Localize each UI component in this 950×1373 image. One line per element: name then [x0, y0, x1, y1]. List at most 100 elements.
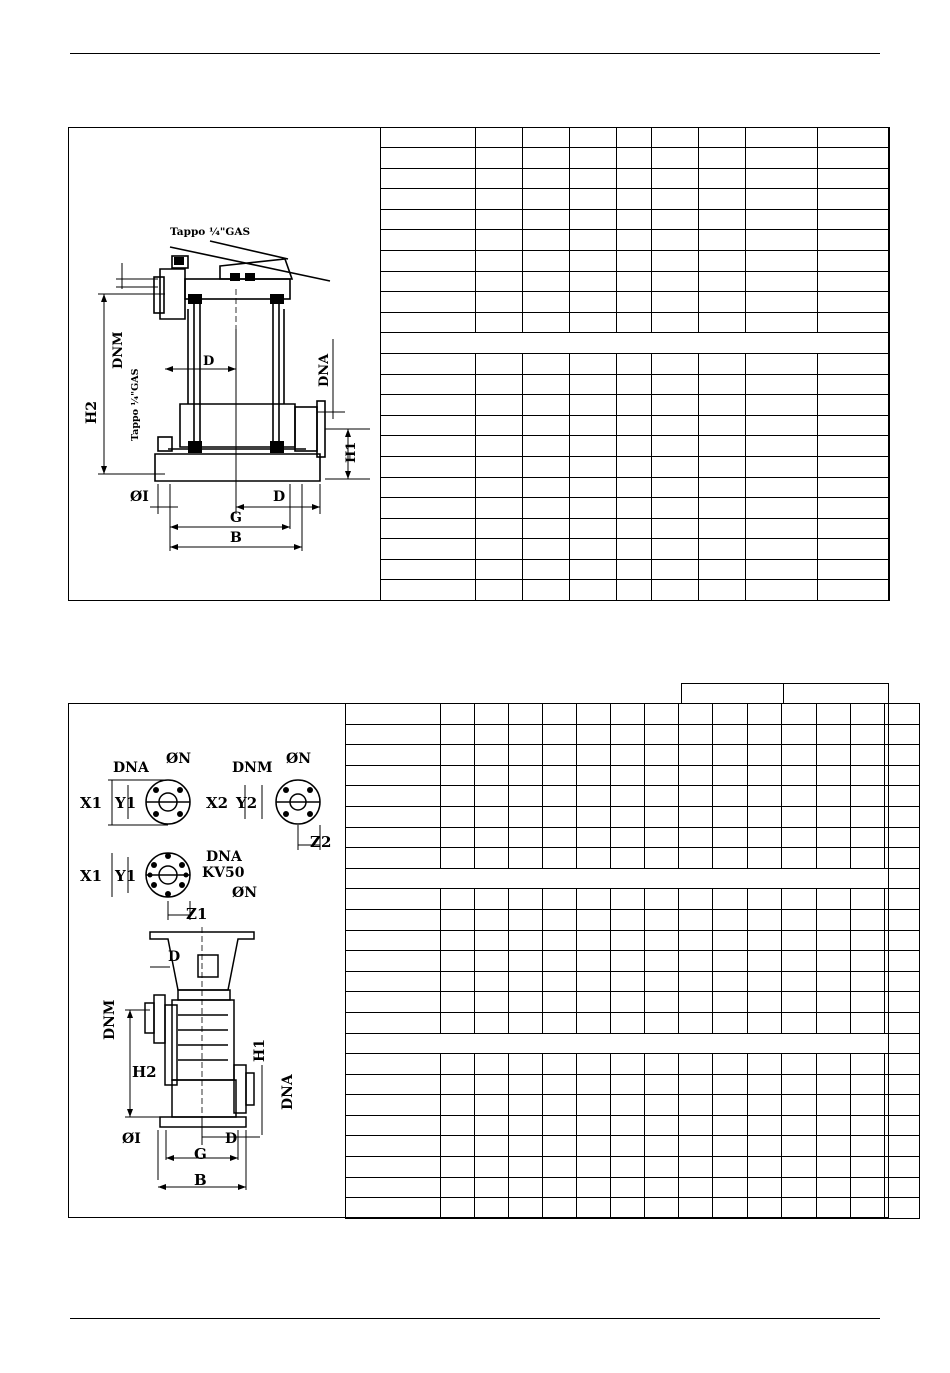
table-cell	[475, 579, 523, 602]
table-cell	[345, 1156, 441, 1178]
table-cell	[816, 929, 851, 952]
table-cell	[698, 311, 746, 334]
table-cell	[850, 950, 885, 972]
table-cell	[508, 908, 543, 931]
table-cell	[542, 723, 577, 746]
table-row	[345, 1053, 920, 1075]
table-cell	[475, 167, 523, 190]
table-cell	[474, 723, 509, 746]
table-cell	[569, 270, 617, 293]
table-cell	[747, 744, 782, 766]
table-cell	[747, 1135, 782, 1158]
table-row	[380, 414, 890, 437]
table-cell	[644, 847, 679, 869]
table-cell	[651, 167, 699, 190]
figure2-header-group-1	[681, 683, 784, 704]
table-cell	[698, 414, 746, 437]
table-row	[380, 311, 890, 334]
fig2-h1-label: H1	[252, 1039, 268, 1062]
table-cell	[850, 744, 885, 766]
table-cell	[712, 1114, 748, 1137]
table-cell	[644, 1053, 679, 1075]
table-cell	[850, 908, 885, 931]
table-cell	[884, 950, 920, 972]
table-cell	[576, 744, 611, 766]
table-cell	[678, 1114, 713, 1137]
table-cell	[610, 1176, 645, 1199]
table-cell	[816, 744, 851, 766]
table-cell	[712, 847, 748, 869]
table-row	[380, 291, 890, 313]
table-cell	[474, 847, 509, 869]
table-cell	[569, 538, 617, 560]
table-cell	[508, 970, 543, 993]
table-cell	[644, 991, 679, 1013]
table-cell	[475, 476, 523, 499]
table-cell	[712, 991, 748, 1013]
table-cell	[440, 1135, 475, 1158]
fig2-x1-label: X1	[80, 794, 102, 812]
table-row	[380, 229, 890, 251]
table-cell	[747, 1053, 782, 1075]
table-cell	[345, 888, 441, 910]
table-cell	[345, 908, 441, 931]
table-cell	[616, 455, 652, 478]
table-cell	[884, 805, 920, 828]
table-cell	[345, 703, 441, 725]
table-row	[345, 1032, 920, 1055]
table-cell	[508, 929, 543, 952]
table-cell	[651, 373, 699, 396]
table-cell	[440, 1197, 475, 1219]
table-row	[380, 394, 890, 416]
table-cell	[712, 1053, 748, 1075]
table-cell	[569, 373, 617, 396]
fig2-dnm-label: DNM	[232, 760, 272, 776]
table-cell	[508, 1094, 543, 1116]
table-cell	[678, 805, 713, 828]
table-cell	[440, 1011, 475, 1034]
table-cell	[651, 497, 699, 519]
table-cell	[781, 1053, 817, 1075]
table-cell	[474, 805, 509, 828]
table-cell	[850, 1156, 885, 1178]
table-cell	[678, 847, 713, 869]
table-cell	[610, 1135, 645, 1158]
table-cell	[474, 1135, 509, 1158]
table-cell	[781, 847, 817, 869]
table-cell	[698, 373, 746, 396]
table-cell	[522, 208, 570, 231]
table-cell	[816, 703, 851, 725]
table-cell	[522, 579, 570, 602]
table-row	[380, 476, 890, 499]
table-cell	[747, 1176, 782, 1199]
table-row	[345, 1156, 920, 1178]
table-cell	[884, 1094, 920, 1116]
table-cell	[610, 847, 645, 869]
table-cell	[747, 703, 782, 725]
table-cell	[816, 1156, 851, 1178]
fig2-dna-mid-label: DNA	[206, 849, 243, 865]
fig2-h2-label: H2	[132, 1063, 157, 1081]
table-cell	[712, 950, 748, 972]
table-cell	[345, 1114, 441, 1137]
table-cell	[522, 435, 570, 457]
table-cell	[576, 970, 611, 993]
table-cell	[817, 497, 890, 519]
fig2-x1b-label: X1	[80, 867, 102, 885]
table-cell	[745, 373, 818, 396]
table-cell	[816, 1197, 851, 1219]
table-row	[345, 805, 920, 828]
table-cell	[576, 703, 611, 725]
table-cell	[475, 208, 523, 231]
table-cell	[474, 929, 509, 952]
table-cell	[345, 1073, 441, 1096]
table-cell	[884, 1053, 920, 1075]
table-row	[380, 208, 890, 231]
table-cell	[610, 805, 645, 828]
table-cell	[542, 991, 577, 1013]
table-cell	[817, 270, 890, 293]
table-cell	[745, 270, 818, 293]
table-cell	[884, 1176, 920, 1199]
table-cell	[816, 1094, 851, 1116]
table-cell	[475, 497, 523, 519]
